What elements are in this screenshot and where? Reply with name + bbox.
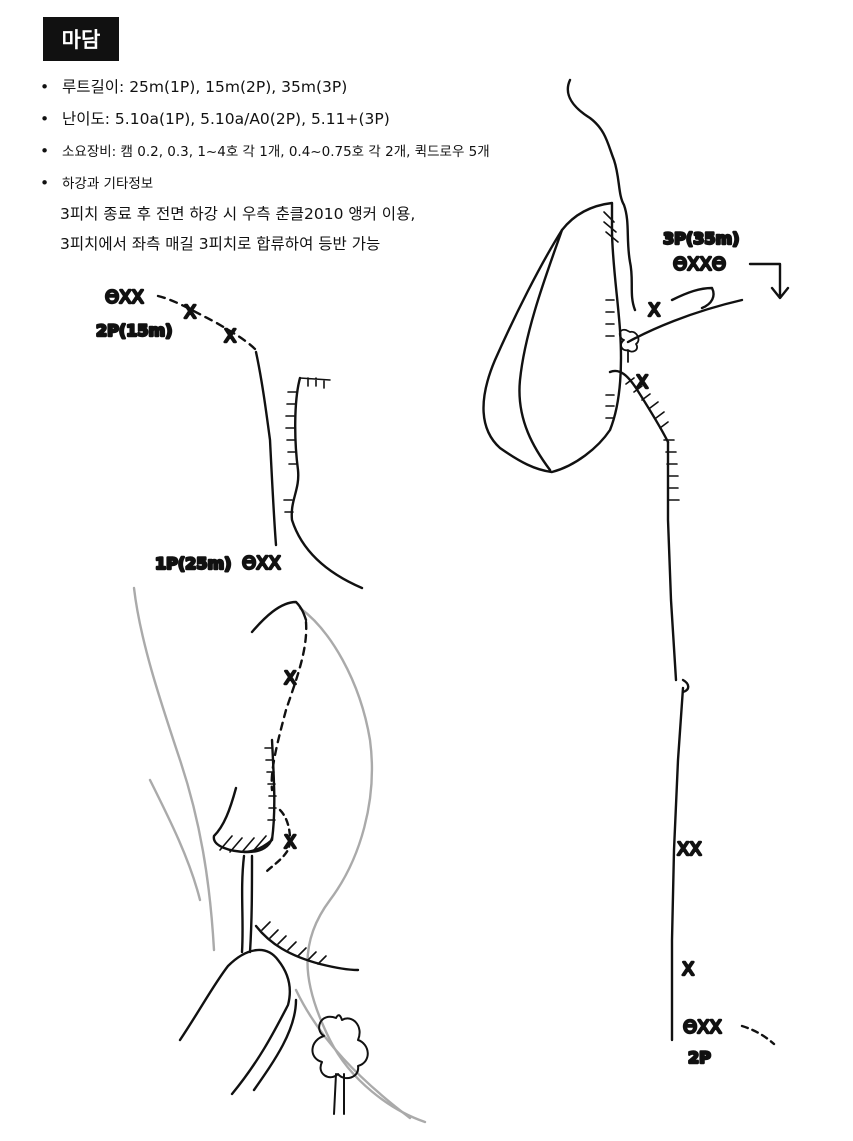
pitch3-label: 3P(35m): [663, 229, 739, 248]
bolt-2p-single: X: [682, 959, 694, 980]
difficulty-text: 난이도: 5.10a(1P), 5.10a/A0(2P), 5.11+(3P): [62, 110, 390, 128]
pitch2-corner-line: [290, 376, 364, 590]
pitch2-label: 2P(15m): [96, 321, 172, 340]
bolts-2p-double: XX: [677, 839, 702, 860]
pitch2-bottom-label: 2P: [688, 1048, 711, 1067]
tree-icon: [311, 1014, 369, 1115]
route-title: 마담: [43, 17, 119, 61]
pitch1-crack-left: [240, 854, 246, 954]
info-difficulty: •난이도: 5.10a(1P), 5.10a/A0(2P), 5.11+(3P): [40, 110, 390, 128]
bolt-3p-lower: X: [636, 372, 648, 393]
bolt-1p-upper: X: [284, 668, 296, 689]
lower-left-topo: X X: [132, 586, 427, 1124]
bolt-3p-upper: X: [648, 300, 660, 321]
info-gear: •소요장비: 캠 0.2, 0.3, 1~4호 각 1개, 0.4~0.75호 …: [40, 142, 490, 160]
pitch2-wall-line: [254, 350, 278, 547]
lower-ledge-line: [254, 924, 360, 972]
small-tree-icon: [618, 328, 640, 363]
pitch3-anchor: ΘXXΘ: [673, 254, 726, 275]
boulder-crack-hatch: [603, 211, 619, 243]
bolt-2p-a: X: [184, 302, 196, 323]
pitch1-top-arc: [250, 600, 308, 634]
pitch2-corner-hatch: [283, 377, 331, 513]
route-length-text: 루트길이: 25m(1P), 15m(2P), 35m(3P): [62, 78, 348, 96]
bolt-2p-b: X: [224, 326, 236, 347]
rock-outline-right: [298, 606, 427, 1124]
rappel-line: [748, 262, 790, 300]
route-bracket: [681, 678, 690, 694]
traverse-dashes: [740, 1024, 776, 1046]
ground-boulder-inner: [252, 998, 298, 1092]
info-descent: •하강과 기타정보: [40, 174, 154, 192]
main-crack-line: [666, 440, 685, 1042]
info-route-length: •루트길이: 25m(1P), 15m(2P), 35m(3P): [40, 78, 348, 96]
pitch1-dashed-route: [270, 620, 308, 792]
gear-text: 소요장비: 캠 0.2, 0.3, 1~4호 각 1개, 0.4~0.75호 각…: [62, 144, 490, 160]
pitch2-anchor: ΘXX: [105, 287, 144, 308]
pitch1-anchor: ΘXX: [242, 553, 281, 574]
right-ledge: [626, 286, 744, 344]
summit-ridge-line: [566, 78, 637, 312]
descent-line-2: 3피치에서 좌측 매길 3피치로 합류하여 등반 가능: [60, 235, 381, 253]
anchor-2p-bottom: ΘXX: [683, 1017, 722, 1038]
ground-boulder: [178, 948, 292, 1096]
rock-outline-left: [132, 586, 216, 952]
descent-heading: 하강과 기타정보: [62, 176, 154, 192]
pitch1-corner-hatch: [264, 747, 277, 821]
pitch2-dashed-route: [156, 294, 258, 352]
crack-hatch-marks: [605, 299, 680, 501]
bolt-1p-lower: X: [284, 832, 296, 853]
lower-ledge-hatch: [261, 921, 327, 965]
pitch1-dashed-lower: [264, 808, 292, 874]
rock-outline-far-left: [148, 778, 202, 902]
rock-outline-right-lower: [294, 988, 412, 1120]
boulder-inner-line: [518, 228, 564, 472]
flake-outline: [212, 786, 274, 854]
middle-left-topo: ΘXX X X 2P(15m) 1P(25m) ΘXX: [95, 286, 364, 590]
boulder-outline: [482, 201, 623, 474]
pitch1-crack-right: [248, 854, 254, 954]
upper-right-topo: 3P(35m) ΘXXΘ X X XX X ΘXX 2P: [482, 78, 790, 1068]
roof-line: [608, 369, 670, 444]
descent-line-1: 3피치 종료 후 전면 하강 시 우측 춘클2010 앵커 이용,: [60, 205, 416, 223]
flake-hatch: [219, 835, 267, 853]
pitch1-label: 1P(25m): [155, 554, 231, 573]
